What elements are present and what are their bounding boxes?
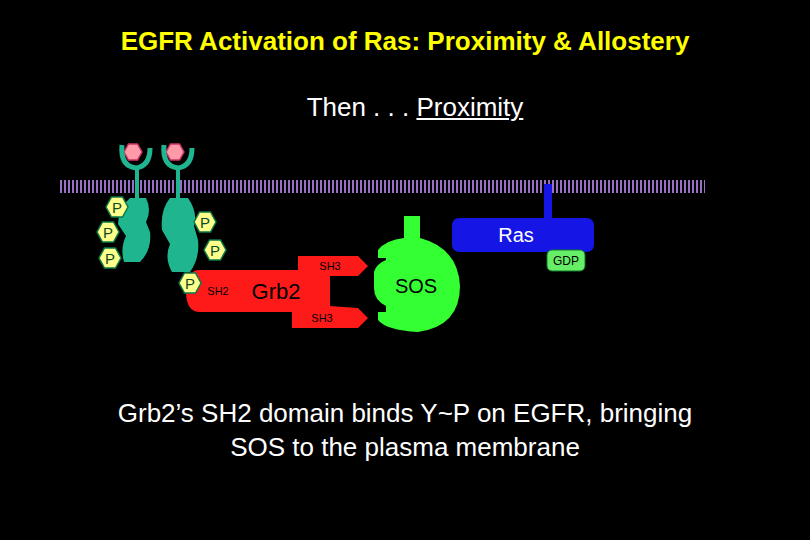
- node-text: P: [112, 200, 122, 215]
- phosphate-node: P: [203, 239, 227, 261]
- phosphate-node: P: [178, 272, 202, 294]
- gdp-box: [547, 250, 585, 271]
- node-text: SOS: [395, 276, 437, 296]
- node-text: P: [105, 251, 115, 266]
- ras-protein: RasGDP: [452, 184, 594, 254]
- phosphate-node: P: [98, 247, 122, 269]
- node-text: Ras: [498, 225, 534, 245]
- node-text: GDP: [553, 255, 579, 267]
- phosphate-node: P: [193, 211, 217, 233]
- node-text: P: [200, 215, 210, 230]
- node-text: P: [103, 225, 113, 240]
- node-text: P: [185, 276, 195, 291]
- sos-protein: SOS: [366, 208, 466, 336]
- plasma-membrane: [60, 180, 705, 193]
- phosphate-node: P: [96, 221, 120, 243]
- egf-ligand: [166, 144, 184, 160]
- slide-caption: Grb2’s SH2 domain binds Y~P on EGFR, bri…: [105, 396, 705, 464]
- gdp-node: GDP: [547, 250, 585, 271]
- node-outline: [366, 208, 466, 336]
- node-text: SH3: [319, 261, 340, 272]
- subtitle-emphasis: Proximity: [416, 92, 523, 123]
- receptor-extracellular: [164, 145, 192, 168]
- subtitle-row: Then . . . Proximity: [0, 92, 810, 123]
- receptor-stalk: [176, 168, 180, 200]
- phosphate-hexagon: [99, 248, 121, 268]
- node-text: Grb2: [252, 281, 301, 303]
- phosphate-hexagon: [97, 222, 119, 242]
- phosphate-hexagon: [106, 197, 128, 217]
- phosphate-hexagon: [194, 212, 216, 232]
- receptor-stalk: [135, 168, 139, 200]
- node-text: SH2: [207, 286, 228, 297]
- receptor-intracellular: [162, 198, 199, 272]
- phosphate-hexagon: [204, 240, 226, 260]
- sos-shape: [374, 216, 460, 332]
- receptor-extracellular: [122, 145, 150, 168]
- slide-title: EGFR Activation of Ras: Proximity & Allo…: [0, 26, 810, 57]
- ras-shape: [452, 184, 594, 252]
- egf-ligand: [124, 144, 142, 160]
- node-text: P: [210, 243, 220, 258]
- phosphate-hexagon: [179, 273, 201, 293]
- subtitle-text: Then . . .: [307, 92, 417, 123]
- phosphate-node: P: [105, 196, 129, 218]
- grb2-shape: [186, 256, 368, 328]
- node-text: SH3: [311, 313, 332, 324]
